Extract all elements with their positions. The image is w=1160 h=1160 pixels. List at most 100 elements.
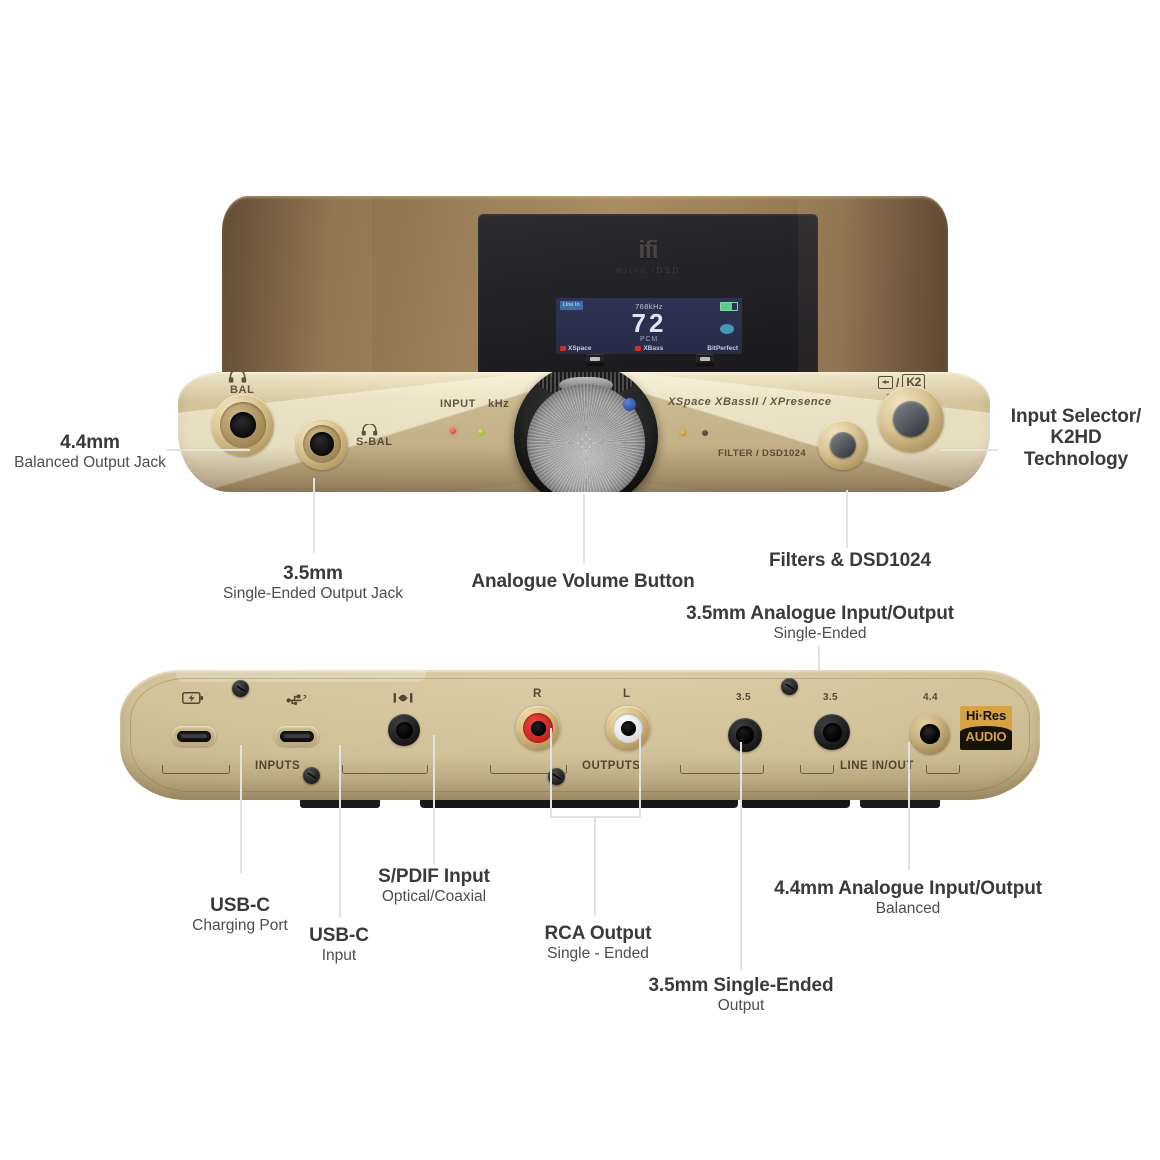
led-effect-indicator bbox=[680, 430, 686, 436]
display-toggle-left[interactable] bbox=[586, 354, 604, 365]
label-3-5-line: 3.5 bbox=[823, 692, 838, 703]
spdif-input-jack[interactable] bbox=[388, 714, 420, 746]
display-glass-panel: ifi micro iDSD Line In 768kHz 72 PCM XSp… bbox=[478, 214, 818, 379]
rca-output-left[interactable] bbox=[606, 706, 650, 750]
rear-panel-faceplate: R L 3.5 3.5 4.4 bbox=[120, 670, 1040, 800]
knob-position-indicator-icon bbox=[623, 398, 636, 411]
label-outputs: OUTPUTS bbox=[582, 760, 641, 772]
device-top-front-view: ifi micro iDSD Line In 768kHz 72 PCM XSp… bbox=[178, 196, 990, 508]
lcd-indicator-blob bbox=[720, 324, 734, 334]
rca-insulator bbox=[523, 713, 553, 743]
hi-res-label: Hi·Res bbox=[966, 708, 1006, 723]
rca-pin-hole bbox=[620, 720, 636, 736]
line-bracket-left bbox=[800, 765, 834, 774]
label-rca-right: R bbox=[533, 688, 542, 700]
mode-dot-icon bbox=[560, 346, 566, 351]
display-toggle-right[interactable] bbox=[696, 354, 714, 365]
leader-line-filters bbox=[846, 490, 848, 548]
callout-title: 3.5mm Single-Ended bbox=[648, 975, 834, 996]
callout-3-5mm-single-ended-output: 3.5mm Single-Ended Output bbox=[598, 975, 884, 1015]
label-input: INPUT bbox=[440, 398, 476, 410]
input-selector-k2hd-button[interactable] bbox=[878, 386, 944, 452]
callout-spdif-input: S/PDIF Input Optical/Coaxial bbox=[340, 866, 528, 906]
jack-4-4mm-balanced-output[interactable] bbox=[212, 394, 274, 456]
callout-subtitle: Single - Ended bbox=[547, 945, 649, 963]
rca-insulator bbox=[613, 713, 643, 743]
line-bracket-right bbox=[926, 765, 960, 774]
leader-line-usbc-charging bbox=[240, 745, 242, 873]
callout-title: Analogue Volume Button bbox=[471, 571, 695, 592]
panel-screw bbox=[781, 678, 798, 695]
lcd-mode-row: XSpace XBass BitPerfect bbox=[560, 345, 738, 352]
jack-ring bbox=[220, 402, 266, 448]
lcd-input-badge: Line In bbox=[560, 301, 583, 310]
mode-dot-icon bbox=[635, 346, 642, 351]
device-front-faceplate: BAL S-BAL INPUT kHz bbox=[178, 372, 990, 492]
callout-usb-c-input: USB-C Input bbox=[268, 925, 410, 965]
jack-hole bbox=[736, 726, 754, 744]
callout-rca-output: RCA Output Single - Ended bbox=[510, 923, 686, 963]
callout-4-4mm-balanced: 4.4mm Balanced Output Jack bbox=[10, 432, 170, 472]
brand-logo: ifi bbox=[638, 236, 658, 264]
callout-subtitle: Balanced bbox=[875, 900, 941, 918]
callout-filters-dsd1024: Filters & DSD1024 bbox=[710, 550, 990, 571]
rear-panel-outline bbox=[130, 678, 1030, 792]
label-4-4-line: 4.4 bbox=[923, 692, 938, 703]
leader-line-4-4mm bbox=[166, 449, 250, 451]
callout-title: Input Selector/ K2HD Technology bbox=[1010, 406, 1142, 470]
callout-input-selector-k2hd: Input Selector/ K2HD Technology bbox=[1000, 406, 1152, 470]
leader-line-spdif bbox=[433, 735, 435, 865]
jack-4-4mm-analogue-line-in-out[interactable] bbox=[910, 714, 950, 754]
callout-title: 4.4mm bbox=[60, 432, 120, 453]
jack-3-5mm-single-ended-output-rear[interactable] bbox=[728, 718, 762, 752]
usb-icon bbox=[286, 694, 307, 705]
analogue-volume-knob[interactable] bbox=[514, 372, 658, 492]
jack-3-5mm-analogue-line-in-out[interactable] bbox=[814, 714, 850, 750]
jack-3-5mm-single-ended-output[interactable] bbox=[296, 418, 348, 470]
callout-title: 4.4mm Analogue Input/Output bbox=[774, 878, 1042, 899]
panel-screw bbox=[232, 680, 249, 697]
leader-line-3-5mm-se-output bbox=[740, 742, 742, 970]
battery-charge-icon bbox=[182, 692, 204, 704]
usb-c-input-port[interactable] bbox=[275, 726, 319, 746]
led-input-indicator bbox=[450, 428, 456, 434]
lcd-mode-xspace: XSpace bbox=[560, 345, 592, 352]
callout-title: USB-C bbox=[210, 895, 270, 916]
leader-line-input-selector bbox=[940, 449, 998, 451]
lcd-mode-bitperfect: BitPerfect bbox=[707, 345, 738, 352]
outputs-bracket-left bbox=[490, 765, 567, 774]
label-bal: BAL bbox=[230, 384, 255, 396]
inputs-bracket-left bbox=[162, 765, 230, 774]
usb-c-charging-port[interactable] bbox=[172, 726, 216, 746]
button-cap bbox=[830, 432, 856, 458]
jack-ring bbox=[303, 425, 341, 463]
leader-line-rca-left bbox=[639, 728, 641, 818]
rca-output-right[interactable] bbox=[516, 706, 560, 750]
k2-slash: / bbox=[896, 375, 900, 390]
lcd-sample-rate: 768kHz bbox=[635, 302, 663, 311]
label-filter-dsd: FILTER / DSD1024 bbox=[718, 448, 807, 459]
callout-4-4mm-analogue-io: 4.4mm Analogue Input/Output Balanced bbox=[742, 878, 1074, 918]
callout-title: S/PDIF Input bbox=[378, 866, 490, 887]
led-samplerate-indicator bbox=[478, 429, 484, 435]
callout-title: Filters & DSD1024 bbox=[769, 550, 931, 571]
rear-panel-shade bbox=[120, 756, 1040, 800]
audio-label: AUDIO bbox=[960, 726, 1012, 750]
callout-subtitle: Output bbox=[717, 997, 765, 1015]
lcd-volume-value: 72 bbox=[631, 308, 667, 338]
label-rca-left: L bbox=[623, 688, 631, 700]
filter-dsd1024-button[interactable] bbox=[818, 420, 868, 470]
callout-title: 3.5mm bbox=[283, 563, 343, 584]
rca-pin-hole bbox=[530, 720, 546, 736]
callout-analogue-volume: Analogue Volume Button bbox=[423, 571, 743, 592]
callout-3-5mm-analogue-io: 3.5mm Analogue Input/Output Single-Ended bbox=[620, 603, 1020, 643]
callout-subtitle: Input bbox=[321, 947, 357, 965]
lcd-format: PCM bbox=[640, 336, 658, 343]
callout-title: 3.5mm Analogue Input/Output bbox=[686, 603, 954, 624]
brand-sub-label: micro iDSD bbox=[615, 266, 681, 275]
panel-screw bbox=[548, 768, 565, 785]
spdif-optical-icon bbox=[393, 693, 413, 703]
jack-hole bbox=[230, 412, 256, 438]
leader-line-rca-stem bbox=[594, 816, 596, 916]
